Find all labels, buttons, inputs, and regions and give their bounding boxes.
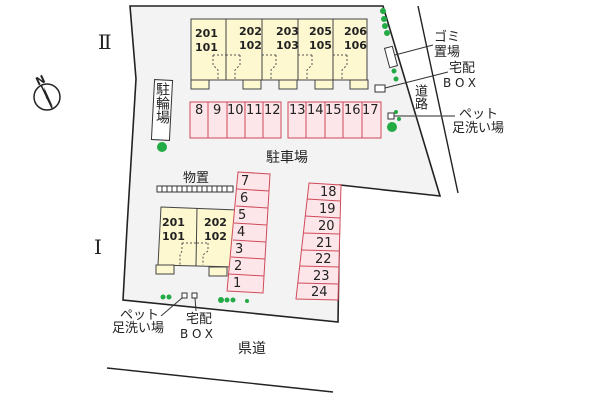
unit-ii-4-lower: 105 [309,39,332,52]
unit-ii-1-lower: 101 [195,41,218,54]
parking-space-24: 24 [311,285,328,300]
parking-left-column-boxes [226,171,271,294]
storage-shed [156,185,234,193]
south-road-line [106,367,334,393]
unit-i-1-upper: 201 [162,216,185,229]
parking-space-7: 7 [241,174,250,189]
bicycle-parking-label: 駐輪場 [154,82,170,124]
compass-icon [33,83,61,111]
parking-space-22: 22 [315,252,332,267]
parking-space-21: 21 [316,236,333,251]
pet-wash-bottom-marker [181,292,188,299]
pet-wash-bottom-label-line2: 足洗い場 [112,321,165,336]
delivery-box-bottom-label-line1: 宅配 [186,312,213,327]
unit-i-1-lower: 101 [162,230,185,243]
delivery-box-top-marker [374,84,386,93]
parking-top-row-boxes [189,101,382,139]
parking-space-12: 12 [264,103,281,118]
delivery-box-bottom-label-line2: BOX [180,327,217,341]
parking-space-10: 10 [227,103,244,118]
pet-wash-bottom-label-line1: ペット [120,308,160,323]
parking-space-13: 13 [289,103,306,118]
building-i [155,206,238,277]
unit-ii-5-upper: 206 [344,25,367,38]
east-road-label: 道路 [412,84,427,110]
east-road-line [417,5,459,194]
bicycle-parking-area [150,79,174,141]
parking-space-15: 15 [325,103,342,118]
parking-space-20: 20 [318,219,335,234]
unit-i-2-lower: 102 [204,230,227,243]
parking-space-17: 17 [362,103,379,118]
parking-space-19: 19 [319,202,336,217]
delivery-box-top-label-line2: BOX [443,76,480,90]
south-road-label: 県道 [238,341,266,357]
parking-space-18: 18 [320,185,337,200]
storage-label: 物置 [183,171,210,186]
unit-ii-2-upper: 202 [239,25,262,38]
parking-space-6: 6 [240,191,249,206]
building-ii [190,18,369,90]
parking-space-1: 1 [233,276,242,291]
delivery-box-top-label-line1: 宅配 [449,61,476,76]
garbage-label-line1: ゴミ [434,30,461,45]
parking-space-5: 5 [238,208,247,223]
pet-wash-top-marker [387,112,395,120]
garbage-label-line2: 置場 [434,45,461,60]
parking-right-column-boxes [295,182,342,301]
delivery-box-bottom-marker [191,292,198,299]
parking-space-11: 11 [246,103,263,118]
unit-ii-1-upper: 201 [195,27,218,40]
pet-wash-top-label-line2: 足洗い場 [452,121,505,136]
pet-wash-top-label-line1: ペット [459,107,499,122]
building-i-label: Ⅰ [94,235,102,259]
unit-ii-3-lower: 103 [276,39,299,52]
garbage-area [383,45,399,69]
unit-ii-4-upper: 205 [309,25,332,38]
parking-space-3: 3 [235,242,244,257]
parking-space-4: 4 [237,225,246,240]
unit-i-2-upper: 202 [204,216,227,229]
parking-lot-label: 駐車場 [266,150,308,166]
parking-space-16: 16 [344,103,361,118]
parking-space-2: 2 [234,259,243,274]
parking-space-8: 8 [195,103,204,118]
parking-space-14: 14 [307,103,324,118]
parking-space-23: 23 [313,269,330,284]
parking-space-9: 9 [213,103,222,118]
trees [157,8,401,303]
unit-ii-3-upper: 203 [276,25,299,38]
building-ii-label: Ⅱ [98,30,112,54]
unit-ii-5-lower: 106 [344,39,367,52]
unit-ii-2-lower: 102 [239,39,262,52]
